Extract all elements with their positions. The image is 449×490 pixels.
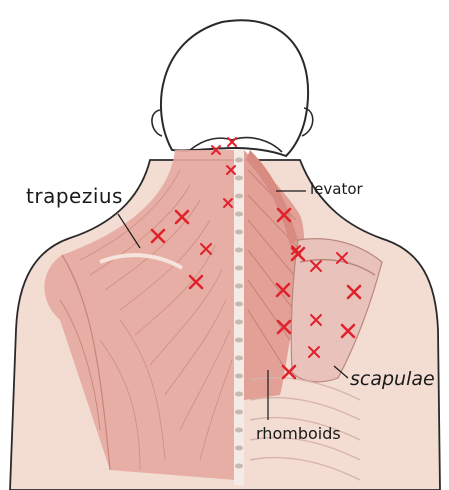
- scapulae-label: scapulae: [350, 368, 435, 390]
- trapezius-label: trapezius: [26, 184, 123, 208]
- rhomboids-label: rhomboids: [256, 424, 341, 443]
- levator-label: levator: [310, 180, 363, 198]
- spine: [234, 150, 244, 485]
